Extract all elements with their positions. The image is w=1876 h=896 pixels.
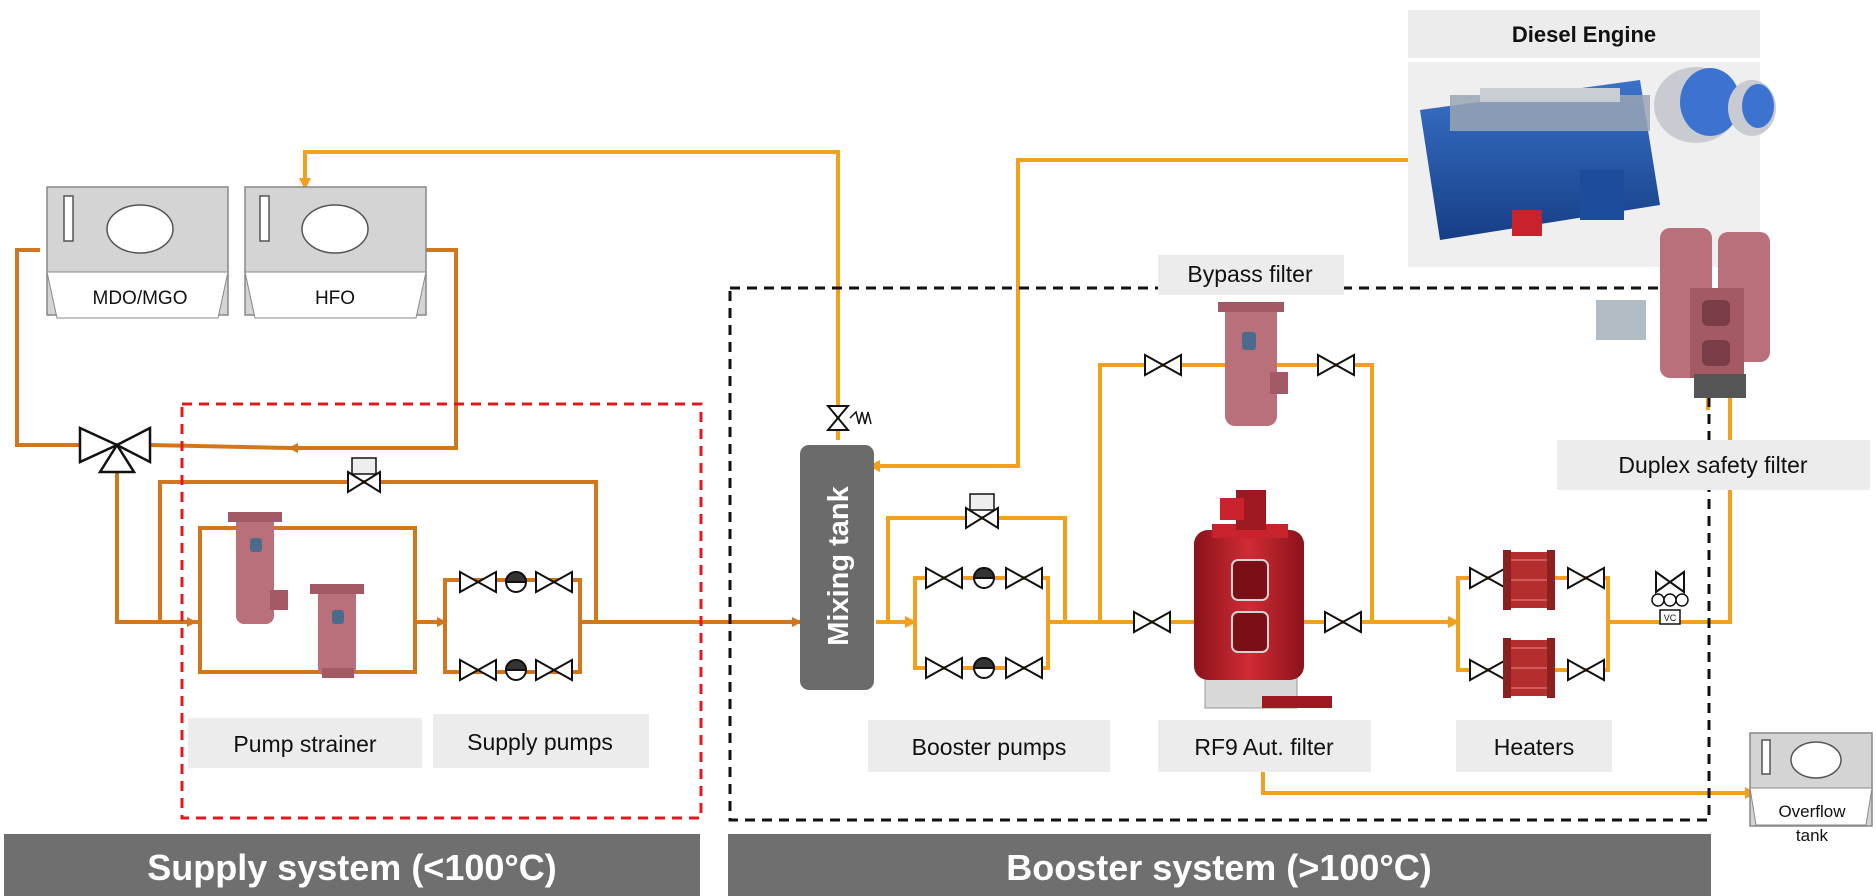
valve-icon — [459, 570, 481, 594]
vent-spring-icon — [849, 410, 872, 425]
supply-system-title: Supply system (<100°C) — [147, 847, 557, 888]
pressure-regulating-valve-icon — [347, 457, 381, 494]
mixing-tank: Mixing tank — [800, 445, 874, 690]
rf9-automatic-filter — [1194, 490, 1332, 709]
overflow-tank-label-line2: tank — [1796, 826, 1829, 845]
booster-pressure-valve-icon — [965, 493, 999, 530]
heater-top — [1503, 550, 1555, 610]
viscosity-controller-label: VC — [1664, 613, 1677, 623]
valve-icon — [1005, 656, 1027, 680]
viscosity-controller: VC — [1651, 570, 1689, 625]
valve-icon — [1005, 566, 1027, 590]
heater-bottom — [1503, 638, 1555, 698]
valve-icon — [1469, 566, 1491, 590]
diesel-engine-title: Diesel Engine — [1512, 22, 1656, 47]
hfo-tank: HFO — [244, 186, 427, 319]
valve-icon — [535, 570, 557, 594]
duplex-filter-label: Duplex safety filter — [1618, 452, 1808, 478]
valve-icon — [1144, 353, 1166, 377]
hfo-label: HFO — [315, 288, 355, 309]
booster-pump-icons — [972, 567, 996, 679]
valve-icon — [1317, 353, 1339, 377]
mdo-mgo-tank: MDO/MGO — [46, 186, 229, 319]
valve-icon — [1567, 658, 1589, 682]
booster-system-band — [728, 834, 1711, 896]
supply-system-band — [4, 834, 700, 896]
supply-system-boundary — [180, 402, 703, 820]
valve-icon — [1324, 610, 1346, 634]
valve-icon — [1133, 610, 1155, 634]
bypass-filter-label: Bypass filter — [1187, 261, 1313, 287]
diesel-engine: Diesel Engine — [1408, 10, 1776, 267]
bypass-filter — [1218, 302, 1288, 426]
vent-valve-icon — [825, 405, 851, 420]
pump-strainer-top — [228, 512, 288, 624]
mixing-tank-label: Mixing tank — [823, 485, 855, 645]
valve-icon — [1469, 658, 1491, 682]
pump-strainer-label: Pump strainer — [233, 731, 377, 757]
valve-icon — [535, 658, 557, 682]
booster-system-title: Booster system (>100°C) — [1006, 847, 1432, 888]
booster-pumps-label: Booster pumps — [912, 734, 1067, 760]
valve-icon — [459, 658, 481, 682]
heaters-label: Heaters — [1494, 734, 1575, 760]
overflow-tank-label-line1: Overflow — [1778, 802, 1846, 821]
valve-icon — [925, 566, 947, 590]
supply-pumps-label: Supply pumps — [467, 729, 613, 755]
overflow-tank: Overflow tank — [1749, 732, 1873, 845]
mdo-mgo-label: MDO/MGO — [93, 288, 188, 309]
booster-system-boundary — [728, 286, 1711, 822]
supply-pump-icons — [504, 571, 528, 681]
three-way-valve-icon — [78, 425, 152, 474]
pump-strainer-bottom — [310, 584, 364, 678]
valve-icon — [1567, 566, 1589, 590]
component-labels: Bypass filter Duplex safety filter Pump … — [188, 255, 1870, 772]
duplex-safety-filter — [1596, 228, 1770, 398]
valve-icon — [925, 656, 947, 680]
isolation-valves — [459, 353, 1605, 682]
rf9-filter-label: RF9 Aut. filter — [1194, 734, 1334, 760]
